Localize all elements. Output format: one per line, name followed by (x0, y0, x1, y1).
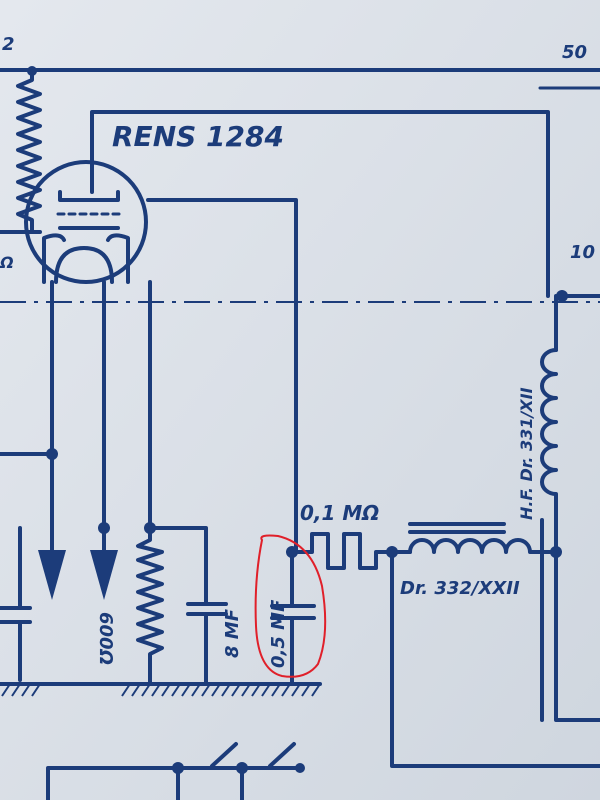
left-edge-resistor (16, 68, 42, 234)
edge-label-left2: Ω (0, 253, 14, 272)
edge-label-top: 50 (562, 42, 587, 63)
vacuum-tube (24, 160, 148, 284)
highlight-annotation (254, 534, 327, 678)
tube-label: RENS 1284 (112, 120, 284, 153)
tube-envelope (24, 160, 148, 284)
left-capacitor (0, 526, 32, 682)
tube-heater (54, 246, 114, 284)
cap-8-label: 8 MF (222, 608, 243, 658)
cap-05-label: 0,5 MF (268, 599, 289, 668)
tube-lead-left (42, 233, 66, 284)
tube-anode (58, 190, 120, 202)
ground-bar (0, 682, 322, 697)
edge-label-right: 10 (570, 242, 595, 263)
hf-choke-label: H.F. Dr. 331/XII (517, 387, 536, 520)
choke-core (408, 522, 506, 534)
right-bus (540, 290, 600, 722)
plate-wire (90, 110, 550, 298)
grid-wire (146, 198, 298, 554)
choke-label: Dr. 332/XXII (400, 578, 520, 599)
bypass-capacitor (148, 526, 228, 686)
edge-label-left: 2 (2, 34, 15, 55)
hf-choke-coil (540, 348, 558, 554)
tube-lead-right (106, 233, 130, 284)
arrow-2 (90, 550, 118, 600)
arrow-1 (38, 550, 66, 600)
cathode-resistor (136, 526, 164, 686)
resistor-label: 0,1 MΩ (300, 501, 379, 525)
switch-contacts (210, 742, 296, 768)
coupling-resistor (290, 532, 394, 570)
resistor-600-label: 600Ω (95, 612, 116, 665)
lower-return-wire (390, 550, 600, 768)
